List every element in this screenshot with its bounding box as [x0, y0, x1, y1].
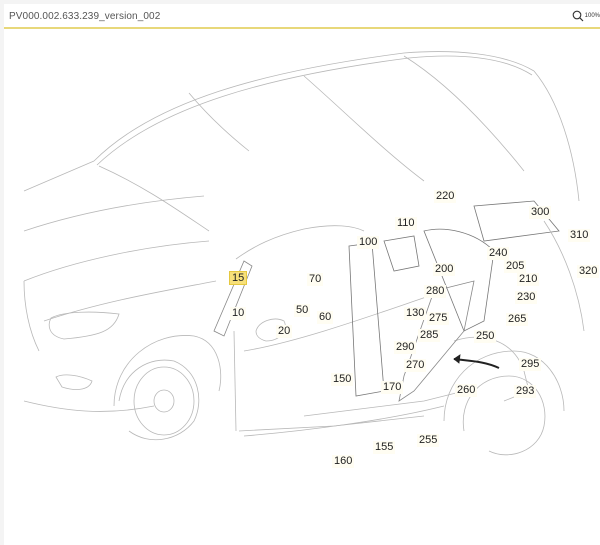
document-title: PV000.002.633.239_version_002 [9, 11, 161, 22]
position-label-295[interactable]: 295 [519, 358, 542, 371]
position-label-110[interactable]: 110 [395, 217, 417, 230]
position-label-270[interactable]: 270 [404, 359, 427, 372]
position-label-205[interactable]: 205 [504, 260, 527, 273]
position-label-293[interactable]: 293 [514, 385, 537, 398]
position-label-50[interactable]: 50 [294, 304, 311, 317]
position-label-250[interactable]: 250 [474, 330, 497, 343]
viewer-header: PV000.002.633.239_version_002 100% [4, 4, 600, 29]
car-interior-trim-drawing [23, 51, 585, 456]
position-label-285[interactable]: 285 [418, 329, 441, 342]
position-label-280[interactable]: 280 [424, 285, 447, 298]
position-label-155[interactable]: 155 [373, 441, 396, 454]
diagram-viewer: PV000.002.633.239_version_002 100% [4, 4, 600, 545]
position-label-210[interactable]: 210 [517, 273, 540, 286]
position-label-160[interactable]: 160 [332, 455, 355, 468]
zoom-control[interactable]: 100% [572, 9, 600, 23]
parts-diagram-canvas[interactable]: 15 10 20 50 60 70 100 110 130 150 155 16… [4, 31, 600, 545]
position-label-300[interactable]: 300 [529, 206, 552, 219]
position-label-220[interactable]: 220 [434, 190, 457, 203]
position-label-70[interactable]: 70 [307, 273, 324, 286]
position-label-130[interactable]: 130 [404, 307, 427, 320]
position-label-275[interactable]: 275 [427, 312, 450, 325]
position-label-260[interactable]: 260 [455, 384, 478, 397]
position-label-60[interactable]: 60 [317, 311, 334, 324]
position-label-230[interactable]: 230 [515, 291, 538, 304]
zoom-level: 100% [584, 13, 600, 19]
position-label-290[interactable]: 290 [394, 341, 417, 354]
position-label-100[interactable]: 100 [357, 236, 380, 249]
position-label-265[interactable]: 265 [506, 313, 529, 326]
position-label-310[interactable]: 310 [568, 229, 591, 242]
magnifier-icon [572, 10, 584, 22]
position-label-255[interactable]: 255 [417, 434, 440, 447]
position-label-240[interactable]: 240 [487, 247, 510, 260]
position-label-150[interactable]: 150 [331, 373, 354, 386]
position-label-200[interactable]: 200 [433, 263, 456, 276]
position-label-320[interactable]: 320 [577, 265, 600, 278]
position-label-10[interactable]: 10 [230, 307, 247, 320]
position-label-20[interactable]: 20 [276, 325, 293, 338]
position-label-170[interactable]: 170 [381, 381, 404, 394]
position-label-15[interactable]: 15 [229, 271, 248, 285]
